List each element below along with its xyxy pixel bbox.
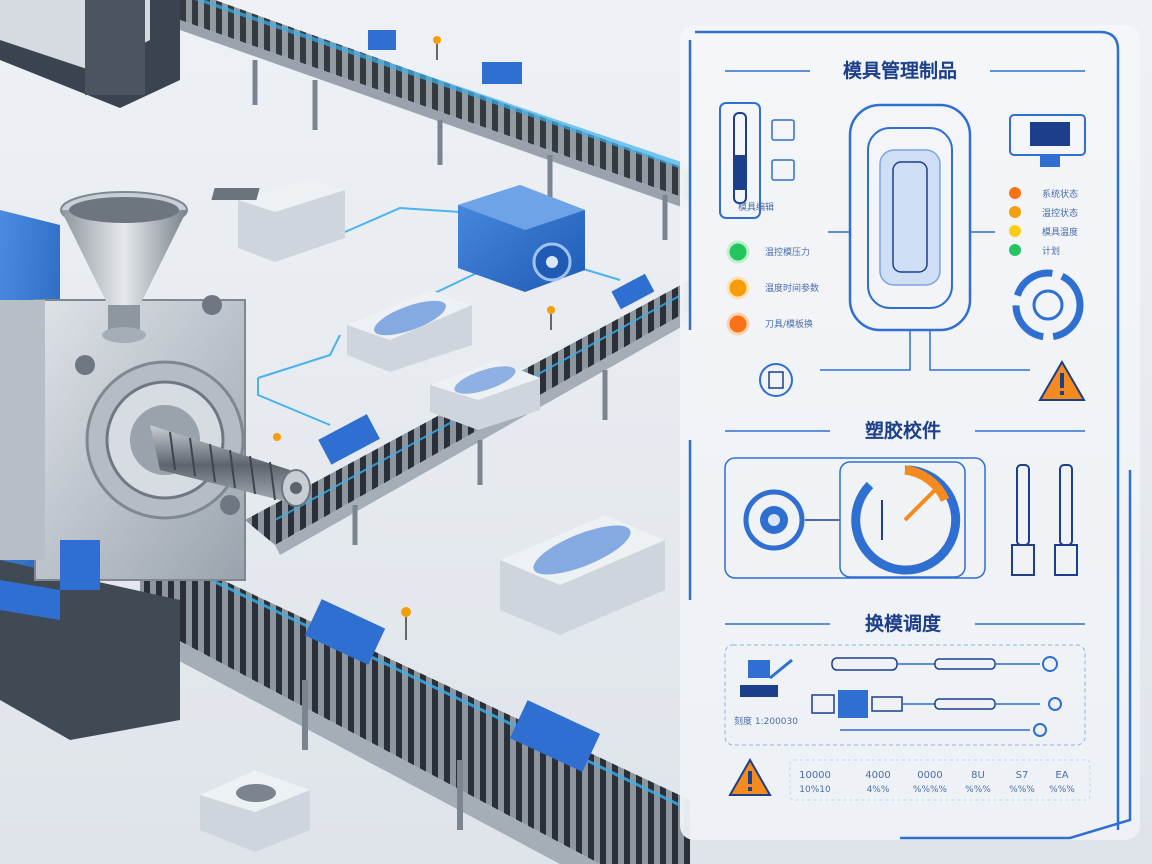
status-led-orange-icon xyxy=(726,312,750,336)
front-conveyor xyxy=(140,560,691,864)
status-led-amber-icon xyxy=(726,276,750,300)
section3-title: 换模调度 xyxy=(865,612,942,635)
stat-subvalue: 10%10 xyxy=(799,785,831,795)
stat-value: 8U xyxy=(971,770,985,781)
pressure-gauge-icon xyxy=(851,465,961,575)
mould-block-4[interactable] xyxy=(500,515,665,635)
guide-pin-icon xyxy=(1054,464,1078,576)
top-conveyor xyxy=(180,0,690,240)
mould-block-3[interactable] xyxy=(430,360,540,430)
sensor-gauge-icon xyxy=(719,102,761,219)
stat-subvalue: %%%% xyxy=(913,785,948,795)
stat-value: S7 xyxy=(1016,770,1029,781)
mould-block-1 xyxy=(211,178,345,262)
legend: 系统状态 温控状态 模具温度 计划 xyxy=(1009,187,1078,257)
stat-subvalue: %%% xyxy=(1049,785,1075,795)
document-icon xyxy=(759,363,793,397)
status-label: 温控模压力 xyxy=(765,246,810,258)
stats-row: 10000 4000 0000 8U S7 EA 10%10 4%% %%%% … xyxy=(799,770,1075,795)
edit-icon xyxy=(771,159,795,181)
screw-barrel xyxy=(150,425,311,507)
mould-block-2[interactable] xyxy=(347,290,472,372)
status-label: 刀具/模板换 xyxy=(765,318,813,330)
rear-machine xyxy=(0,0,180,108)
stat-subvalue: 4%% xyxy=(867,785,890,795)
status-led-green-icon xyxy=(726,240,750,264)
legend-dot-icon xyxy=(1009,206,1021,218)
stat-subvalue: %%% xyxy=(1009,785,1035,795)
mould-changer-unit[interactable] xyxy=(458,185,585,292)
section2-title: 塑胶校件 xyxy=(865,419,941,442)
bottom-warning-icon xyxy=(728,757,772,796)
hopper-funnel xyxy=(60,191,188,343)
ejector-pin-icon xyxy=(1011,464,1035,576)
legend-label: 计划 xyxy=(1042,245,1060,257)
mould-change-icon xyxy=(740,658,793,697)
mould-diagram xyxy=(820,103,1030,371)
legend-label: 系统状态 xyxy=(1042,188,1078,200)
control-panel: 模具管理制品 模具编辑 温控模压力 温度时间参数 刀具/模板换 xyxy=(680,25,1140,840)
target-dial-icon xyxy=(743,489,805,551)
tool-row-2 xyxy=(811,690,1062,718)
stat-value: 0000 xyxy=(917,770,942,781)
left-caption: 模具编辑 xyxy=(738,201,774,213)
legend-dot-icon xyxy=(1009,225,1021,237)
status-label: 温度时间参数 xyxy=(765,282,819,294)
cycle-refresh-icon xyxy=(1012,269,1084,341)
tool-row-1 xyxy=(831,656,1058,672)
monitor-icon xyxy=(1009,114,1086,167)
stat-value: EA xyxy=(1055,770,1068,781)
scale-label: 刻度 1:200030 xyxy=(734,715,798,727)
legend-label: 模具温度 xyxy=(1042,226,1078,238)
status-indicators: 温控模压力 温度时间参数 刀具/模板换 xyxy=(726,240,819,336)
legend-dot-icon xyxy=(1009,244,1021,256)
small-part xyxy=(200,770,310,852)
legend-dot-icon xyxy=(1009,187,1021,199)
plane-icon xyxy=(771,119,795,141)
legend-label: 温控状态 xyxy=(1042,207,1078,219)
warning-icon xyxy=(1038,360,1086,401)
stat-value: 10000 xyxy=(799,770,831,781)
stat-subvalue: %%% xyxy=(965,785,991,795)
stat-value: 4000 xyxy=(865,770,890,781)
section1-title: 模具管理制品 xyxy=(843,59,957,82)
